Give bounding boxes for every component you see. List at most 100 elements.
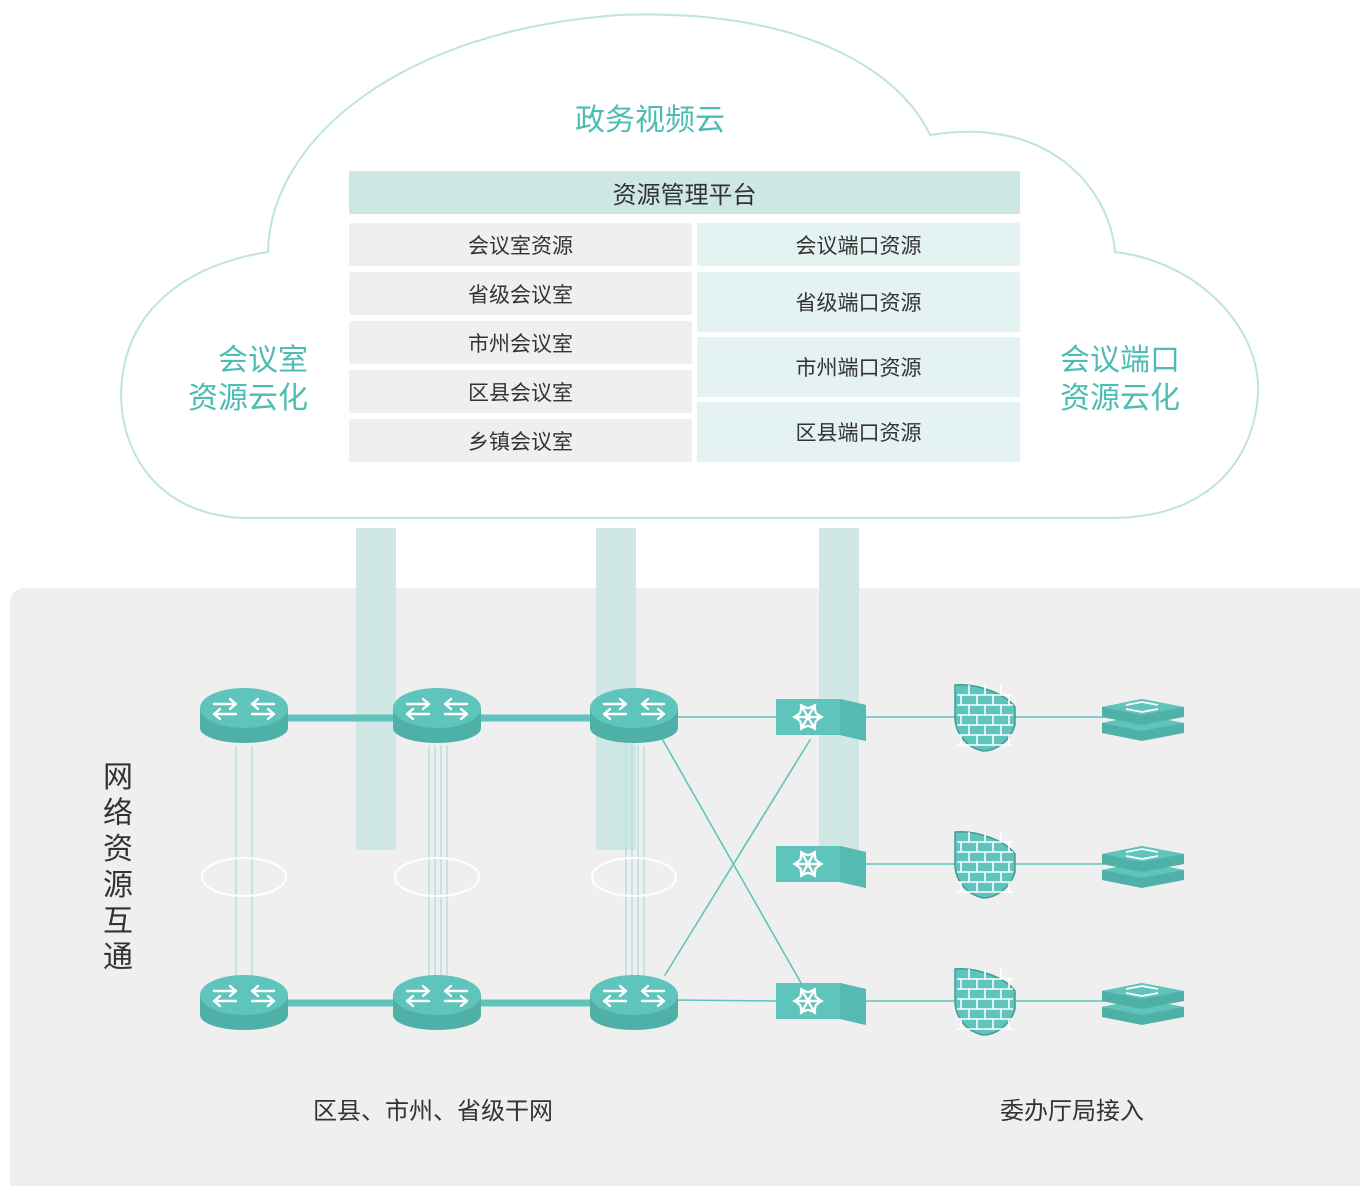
terminal-mark: [1125, 992, 1159, 997]
switch-right: [840, 699, 866, 741]
snowflake-tip: [799, 851, 817, 877]
snowflake-spoke: [799, 703, 817, 731]
backbone-caption: 区县、市州、省级干网: [313, 1097, 553, 1125]
network-label-char: 互: [103, 904, 133, 939]
switch-snowflake: [792, 987, 824, 1015]
province-room-cell: 省级会议室: [349, 272, 692, 315]
terminal-marks: [1125, 848, 1159, 860]
terminal-mark: [1125, 701, 1159, 706]
terminal-slab-top: [1102, 699, 1184, 715]
router-top: [200, 688, 288, 728]
network-label-char: 资: [103, 832, 133, 867]
snowflake-tip: [799, 704, 817, 730]
terminal-mark: [1125, 708, 1159, 713]
port-label-line-1: 会议端口: [1060, 343, 1180, 378]
terminal-mark: [1125, 848, 1159, 853]
router-icon: [200, 975, 288, 1030]
town-room-cell: 乡镇会议室: [349, 419, 692, 462]
router-arrow: [602, 707, 628, 721]
router-arrow: [212, 984, 238, 998]
router-top: [590, 688, 678, 728]
router-arrow: [443, 984, 469, 998]
router-arrow: [250, 697, 276, 711]
router-icon: [590, 975, 678, 1030]
router-arrow: [640, 994, 666, 1008]
snowflake-spoke: [799, 987, 817, 1015]
snowflake-spoke: [799, 850, 817, 878]
network-label-char: 网: [103, 760, 133, 795]
link-pillar-1: [356, 528, 396, 850]
switch-icon: [776, 983, 866, 1025]
uplink: [675, 999, 777, 1002]
router-arrow: [405, 994, 431, 1008]
snowflake-tip: [799, 704, 817, 730]
resource-platform-header: 资源管理平台: [349, 171, 1020, 214]
cloud-title: 政务视频云: [575, 103, 725, 138]
router-icon: [200, 688, 288, 743]
router-arrow: [602, 697, 628, 711]
snowflake-tip: [799, 988, 817, 1014]
terminal-marks: [1125, 701, 1159, 713]
router-arrow: [250, 984, 276, 998]
port-cloudization-label: 会议端口 资源云化: [1060, 342, 1200, 418]
router-arrow: [212, 697, 238, 711]
switch-snowflake: [792, 850, 824, 878]
router-arrow: [602, 984, 628, 998]
router-arrow: [212, 707, 238, 721]
link-aggregation-ring: [201, 857, 287, 897]
snowflake-tip: [799, 851, 817, 877]
cross-link: [659, 734, 806, 991]
router-arrow: [443, 707, 469, 721]
room-resource-cell: 会议室资源: [349, 223, 692, 266]
switch-right: [840, 983, 866, 1025]
router-top: [590, 975, 678, 1015]
network-label-char: 络: [103, 796, 133, 831]
snowflake-tip: [799, 988, 817, 1014]
router-arrow: [405, 697, 431, 711]
province-port-cell: 省级端口资源: [697, 272, 1020, 332]
snowflake-tip: [793, 995, 823, 1007]
access-caption: 委办厅局接入: [1000, 1097, 1144, 1125]
switch-snowflake: [792, 703, 824, 731]
terminal-icon: [1102, 983, 1184, 1025]
terminal-mark: [1125, 985, 1159, 990]
county-port-cell: 区县端口资源: [697, 402, 1020, 462]
router-icon: [590, 688, 678, 743]
room-label-line-2: 资源云化: [188, 381, 308, 416]
link-pillar-3: [819, 528, 859, 850]
snowflake-tip: [793, 858, 823, 870]
snowflake-tip: [793, 711, 823, 723]
terminal-slab-top: [1102, 983, 1184, 999]
router-arrow: [250, 994, 276, 1008]
router-icon: [393, 975, 481, 1030]
router-arrow: [640, 984, 666, 998]
switch-right: [840, 846, 866, 888]
switch-icon: [776, 846, 866, 888]
router-arrow: [212, 994, 238, 1008]
router-icon: [393, 688, 481, 743]
terminal-marks: [1125, 985, 1159, 997]
firewall-icon: [954, 831, 1016, 899]
room-label-line-1: 会议室: [218, 343, 308, 378]
cross-link: [664, 739, 811, 976]
router-arrow: [602, 994, 628, 1008]
router-top: [393, 688, 481, 728]
router-arrow: [405, 984, 431, 998]
firewall-icon: [954, 684, 1016, 752]
room-cloudization-label: 会议室 资源云化: [150, 342, 308, 418]
router-arrow: [250, 707, 276, 721]
link-aggregation-ring: [394, 857, 480, 897]
switch-icon: [776, 699, 866, 741]
network-label-char: 源: [103, 868, 133, 903]
network-interconnect-label: 网 络 资 源 互 通: [98, 760, 138, 976]
firewall-bricks: [957, 685, 1013, 746]
city-room-cell: 市州会议室: [349, 321, 692, 364]
network-label-char: 通: [103, 940, 133, 975]
network-panel: [10, 588, 1360, 1186]
firewall-bricks: [957, 969, 1013, 1030]
terminal-slab-top: [1102, 846, 1184, 862]
firewall-icon: [954, 968, 1016, 1036]
city-port-cell: 市州端口资源: [697, 337, 1020, 397]
terminal-mark: [1125, 855, 1159, 860]
port-resource-cell: 会议端口资源: [697, 223, 1020, 266]
